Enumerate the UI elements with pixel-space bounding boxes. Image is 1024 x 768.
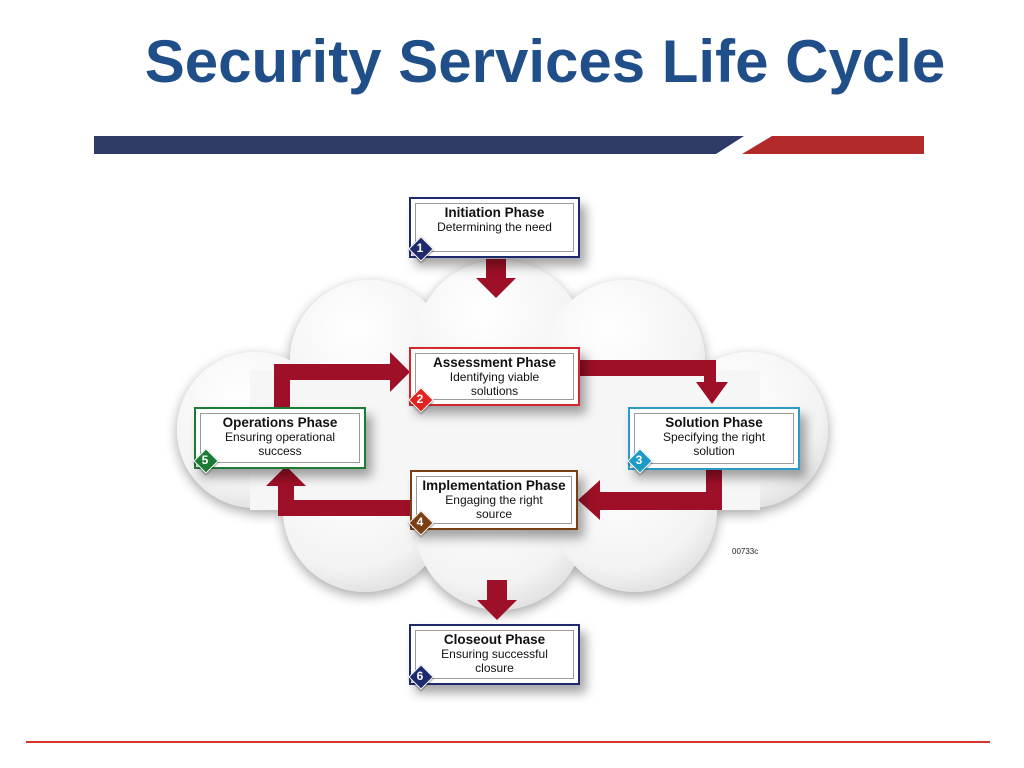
phase-number-badge: 4 — [408, 510, 434, 536]
phase-box-assessment: Assessment Phase Identifying viable solu… — [409, 347, 580, 406]
phase-number: 1 — [416, 241, 424, 255]
arrow-closeout-down — [477, 580, 517, 620]
phase-title: Implementation Phase — [422, 478, 566, 493]
phase-number-badge: 3 — [627, 448, 653, 474]
arrow-assessment-to-solution — [580, 360, 728, 404]
slide-title: Security Services Life Cycle — [144, 28, 946, 95]
arrow-initiation-down — [476, 259, 516, 298]
phase-box-initiation: Initiation Phase Determining the need — [409, 197, 580, 258]
phase-number: 3 — [635, 453, 643, 467]
phase-box-implementation: Implementation Phase Engaging the right … — [410, 470, 578, 530]
phase-subtitle: Determining the need — [437, 220, 552, 234]
phase-number: 2 — [416, 392, 424, 406]
phase-title: Solution Phase — [665, 415, 763, 430]
phase-title: Closeout Phase — [443, 632, 546, 647]
phase-subtitle: Ensuring operational success — [224, 430, 336, 458]
phase-number-badge: 5 — [193, 448, 219, 474]
phase-box-solution: Solution Phase Specifying the right solu… — [628, 407, 800, 470]
phase-subtitle: Specifying the right solution — [662, 430, 766, 458]
phase-subtitle: Identifying viable solutions — [449, 370, 540, 398]
banner-red-stripe — [742, 136, 924, 154]
figure-code: 00733c — [732, 547, 759, 556]
phase-number: 6 — [416, 669, 424, 683]
phase-number: 4 — [416, 515, 424, 529]
phase-title: Initiation Phase — [444, 205, 545, 220]
phase-title: Assessment Phase — [432, 355, 557, 370]
arrow-operations-to-assessment — [274, 352, 410, 408]
phase-box-operations: Operations Phase Ensuring operational su… — [194, 407, 366, 469]
phase-subtitle: Ensuring successful closure — [441, 647, 548, 675]
banner-navy-stripe — [94, 136, 744, 154]
phase-number: 5 — [201, 453, 209, 467]
arrow-implementation-to-operations — [266, 466, 410, 516]
arrow-solution-to-implementation — [578, 470, 722, 520]
phase-number-badge: 6 — [408, 664, 434, 690]
phase-subtitle: Engaging the right source — [445, 493, 543, 521]
phase-number-badge: 2 — [408, 387, 434, 413]
phase-box-closeout: Closeout Phase Ensuring successful closu… — [409, 624, 580, 685]
phase-number-badge: 1 — [408, 236, 434, 262]
phase-title: Operations Phase — [222, 415, 338, 430]
flow-arrows — [266, 259, 728, 620]
